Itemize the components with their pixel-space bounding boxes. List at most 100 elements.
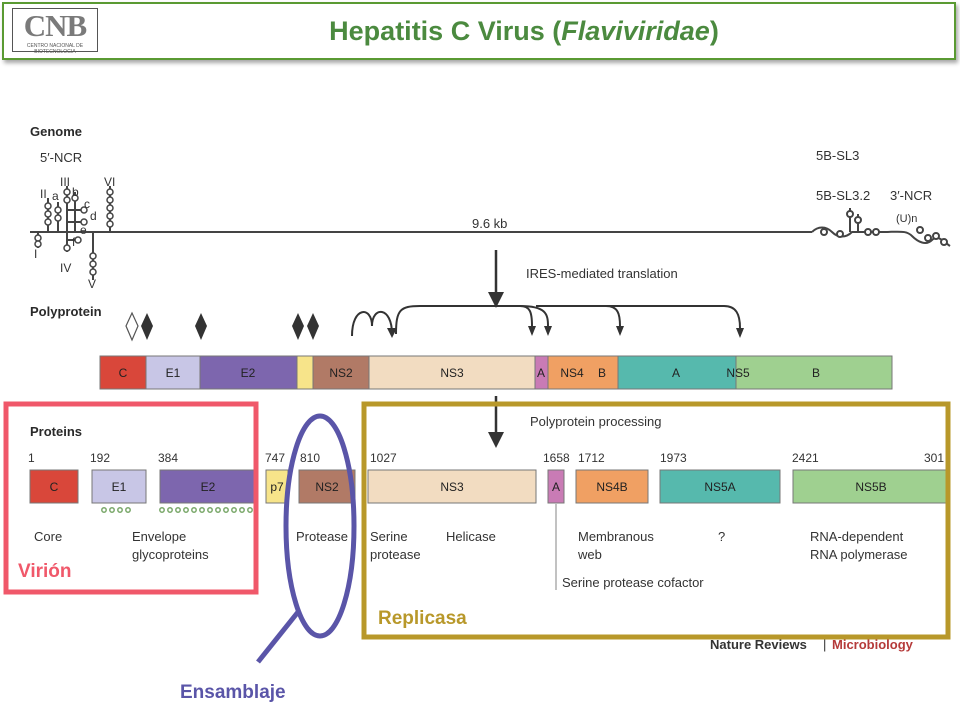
poly-label-b2: B — [812, 366, 820, 380]
protein-ns4a-box — [547, 469, 565, 504]
function-unknown: ? — [718, 529, 725, 544]
virion-label: Virión — [18, 561, 72, 582]
stemloop-ii: II — [40, 187, 47, 201]
stemloop-iii: III — [60, 175, 70, 189]
poly-label-c: C — [119, 366, 128, 380]
function-cofactor: Serine protease cofactor — [562, 575, 704, 590]
position-e2: 384 — [158, 451, 178, 465]
position-ns5b: 2421 — [792, 451, 819, 465]
title-close: ) — [709, 16, 719, 46]
poly-label-e2: E2 — [241, 366, 256, 380]
function-core: Core — [34, 529, 62, 544]
proteins-label: Proteins — [30, 424, 82, 439]
position-ns4b: 1712 — [578, 451, 605, 465]
protein-e2-label: E2 — [201, 480, 216, 494]
processing-arrowhead — [488, 432, 504, 448]
poly-seg-c — [99, 355, 147, 390]
protein-ns4b-box — [575, 469, 649, 504]
signal-peptidase-open-diamond — [125, 311, 139, 342]
stemloop-b: b — [72, 185, 79, 199]
poly-label-a: A — [537, 366, 545, 380]
glycosylation-sites — [101, 507, 253, 513]
stemloop-beads — [34, 188, 114, 276]
polyprotein-label: Polyprotein — [30, 304, 102, 319]
ncr5-label: 5′-NCR — [40, 150, 82, 165]
poly-seg-ns5a — [617, 355, 737, 390]
cleavage-diamonds — [125, 311, 319, 342]
title-italic: Flaviviridae — [561, 16, 710, 46]
protein-ns4a-label: A — [552, 480, 560, 494]
credit-journal: Nature Reviews — [710, 637, 807, 652]
stemloop-i: I — [34, 247, 37, 261]
stemloop-e: e — [80, 223, 87, 237]
protein-c-box — [29, 469, 79, 504]
poly-label-ns5: NS5 — [726, 366, 750, 380]
protein-ns2-box — [298, 469, 356, 504]
ires-label: IRES-mediated translation — [526, 266, 678, 281]
function-rdrp-1: RNA-dependent — [810, 529, 904, 544]
position-ns2: 810 — [300, 451, 320, 465]
protein-ns2-label: NS2 — [315, 480, 339, 494]
logo-subtext: CENTRO NACIONAL DE BIOTECNOLOGIA — [26, 43, 84, 55]
protein-e2-box — [159, 469, 258, 504]
protein-ns5b-label: NS5B — [855, 480, 886, 494]
poly-seg-e2 — [199, 355, 298, 390]
3prime-structures — [811, 208, 951, 247]
polyu-label: (U)n — [896, 213, 917, 225]
protein-e1-box — [91, 469, 147, 504]
ensamblaje-label: Ensamblaje — [180, 682, 286, 703]
title-banner: CNB CENTRO NACIONAL DE BIOTECNOLOGIA Hep… — [2, 2, 956, 60]
poly-label-ns2: NS2 — [329, 366, 353, 380]
signal-peptidase-diamond — [141, 313, 153, 340]
protein-p7-label: p7 — [270, 480, 284, 494]
poly-seg-p7 — [296, 355, 314, 390]
function-envelope-2: glycoproteins — [132, 547, 209, 562]
translation-arrowhead — [488, 292, 504, 308]
position-ns5a: 1973 — [660, 451, 687, 465]
position-c: 1 — [28, 451, 35, 465]
poly-label-e1: E1 — [166, 366, 181, 380]
protein-ns3-label: NS3 — [440, 480, 464, 494]
genome-label: Genome — [30, 124, 82, 139]
position-ns3: 1027 — [370, 451, 397, 465]
signal-peptidase-diamond — [307, 313, 319, 340]
replicasa-label: Replicasa — [378, 608, 467, 629]
protein-ns3-box — [367, 469, 537, 504]
virion-box — [3, 401, 259, 595]
genome-length: 9.6 kb — [472, 216, 507, 231]
signal-peptidase-diamond — [195, 313, 207, 340]
title-main: Hepatitis C Virus ( — [329, 16, 562, 46]
function-serine-2: protease — [370, 547, 421, 562]
poly-label-b: B — [598, 366, 606, 380]
stemloop-v: V — [88, 277, 96, 291]
credit-separator: | — [823, 637, 826, 652]
stemloop-c: c — [84, 197, 90, 211]
polyprotein-bar — [99, 355, 893, 390]
function-membranous-2: web — [577, 547, 602, 562]
stemloop-f: f — [72, 235, 76, 249]
stemloop-labels: I II a b c d e f III IV V VI — [34, 175, 115, 291]
stemloop-iv: IV — [60, 261, 71, 275]
protein-labels: C E1 E2 p7 NS2 NS3 A NS4B NS5A NS5B — [50, 480, 887, 494]
polyprotein-segment-labels: C E1 E2 NS2 NS3 A NS4 B A NS5 B — [119, 366, 820, 380]
replicasa-box — [361, 401, 951, 640]
protein-functions: Core Envelope glycoproteins Protease Ser… — [34, 529, 908, 590]
protein-positions: 1 192 384 747 810 1027 1658 1712 1973 24… — [28, 451, 944, 465]
cnb-logo: CNB CENTRO NACIONAL DE BIOTECNOLOGIA — [12, 8, 98, 55]
poly-label-ns4: NS4 — [560, 366, 584, 380]
stemloop-a: a — [52, 189, 59, 203]
position-ns4a: 1658 — [543, 451, 570, 465]
ncr3-label: 3′-NCR — [890, 188, 932, 203]
position-p7: 747 — [265, 451, 285, 465]
poly-seg-ns3 — [368, 355, 536, 390]
protein-ns5a-box — [659, 469, 781, 504]
function-protease: Protease — [296, 529, 348, 544]
protease-arrowheads — [387, 326, 744, 338]
credit-section: Microbiology — [832, 637, 914, 652]
poly-label-ns3: NS3 — [440, 366, 464, 380]
protease-arrows — [351, 305, 741, 337]
protein-ns4b-label: NS4B — [596, 480, 627, 494]
processing-label: Polyprotein processing — [530, 414, 662, 429]
sl3-label: 5B-SL3 — [816, 148, 859, 163]
